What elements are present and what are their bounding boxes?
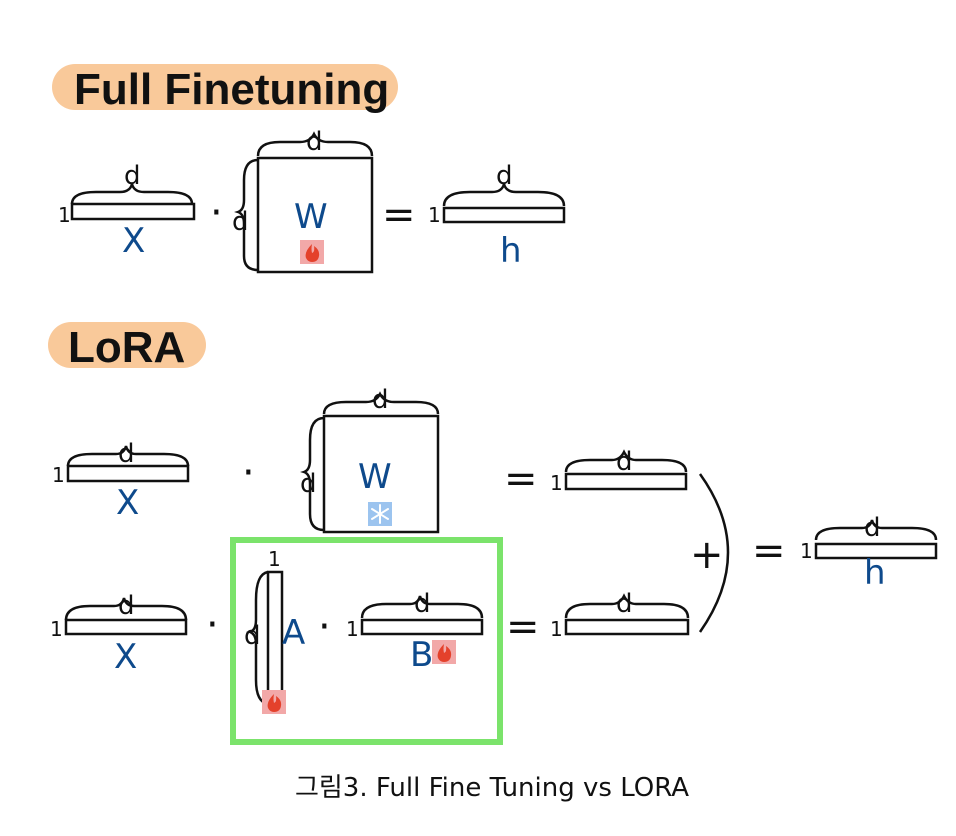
- out-row3-one-label: 1: [550, 617, 563, 641]
- b-d-label: d: [414, 589, 431, 619]
- fire-icon-flame: [267, 694, 282, 712]
- x-row3-label: X: [114, 637, 137, 677]
- sum-paren: [698, 473, 730, 633]
- h-row1-vector: [442, 206, 566, 224]
- w-row2-left-d-label: d: [300, 469, 317, 499]
- equals-row1: =: [382, 192, 416, 238]
- w-row1-top-d-label: d: [306, 127, 323, 157]
- x-row1-vector: [70, 202, 196, 221]
- x-row1-one-label: 1: [58, 203, 71, 227]
- b-label: B: [410, 635, 433, 675]
- x-row2-vector: [66, 464, 190, 483]
- out-row2-one-label: 1: [550, 471, 563, 495]
- a-left-d-label: d: [244, 621, 261, 651]
- out-row3-d-label: d: [616, 589, 633, 619]
- x-row1-label: X: [122, 221, 145, 261]
- b-brace: [360, 595, 484, 619]
- plus-sign: +: [690, 532, 724, 578]
- x-row1-d-label: d: [124, 161, 141, 191]
- dot-row3-a: ·: [206, 602, 219, 648]
- w-row1-label: W: [294, 197, 328, 237]
- x-row2-label: X: [116, 483, 139, 523]
- out-row3-vector: [564, 618, 690, 636]
- x-row2-one-label: 1: [52, 463, 65, 487]
- caption: 그림3. Full Fine Tuning vs LORA: [295, 773, 689, 803]
- b-vector: [360, 618, 484, 636]
- w-row1-top-brace: [256, 131, 374, 157]
- w-row2-label: W: [358, 457, 392, 497]
- b-one-label: 1: [346, 617, 359, 641]
- out-row2-vector: [564, 472, 688, 491]
- dot-row1: ·: [210, 190, 223, 236]
- equals-row3: =: [506, 604, 540, 650]
- equals-final: =: [752, 528, 786, 574]
- h-final-d-label: d: [864, 513, 881, 543]
- out-row2-d-label: d: [616, 447, 633, 477]
- h-final-vector: [814, 542, 938, 560]
- h-final-one-label: 1: [800, 539, 813, 563]
- h-final-label: h: [864, 553, 886, 593]
- w-row1-left-d-label: d: [232, 207, 249, 237]
- w-row2-top-brace: [322, 391, 440, 415]
- out-row2-brace: [564, 449, 688, 473]
- a-matrix: [266, 570, 284, 708]
- x-row1-brace: [70, 183, 194, 205]
- h-final-brace: [814, 519, 938, 541]
- x-row3-vector: [64, 618, 188, 636]
- lora-title: LoRA: [68, 323, 185, 372]
- x-row2-d-label: d: [118, 439, 135, 469]
- full-finetuning-title: Full Finetuning: [74, 65, 389, 114]
- equals-row2: =: [504, 456, 538, 502]
- out-row3-brace: [564, 593, 690, 619]
- dot-row3-b: ·: [318, 604, 331, 650]
- lora-adapter-box: [230, 537, 503, 745]
- snowflake-icon-glyph: [371, 504, 389, 524]
- x-row3-one-label: 1: [50, 617, 63, 641]
- title-highlight-full: [52, 64, 398, 110]
- w-row2-top-d-label: d: [372, 385, 389, 415]
- a-left-brace: [246, 570, 269, 706]
- w-row1-left-brace: [234, 158, 259, 272]
- w-row2-left-brace: [300, 416, 325, 532]
- fire-icon-flame: [437, 644, 452, 662]
- x-row3-d-label: d: [118, 591, 135, 621]
- h-row1-d-label: d: [496, 161, 513, 191]
- dot-row2: ·: [242, 450, 255, 496]
- h-row1-label: h: [500, 231, 522, 271]
- a-one-label: 1: [268, 547, 281, 571]
- x-row2-brace: [66, 445, 190, 467]
- h-row1-brace: [442, 183, 566, 207]
- a-label: A: [282, 613, 305, 653]
- x-row3-brace: [64, 597, 188, 621]
- fire-icon-flame: [305, 244, 320, 262]
- h-row1-one-label: 1: [428, 203, 441, 227]
- title-highlight-lora: [48, 322, 206, 368]
